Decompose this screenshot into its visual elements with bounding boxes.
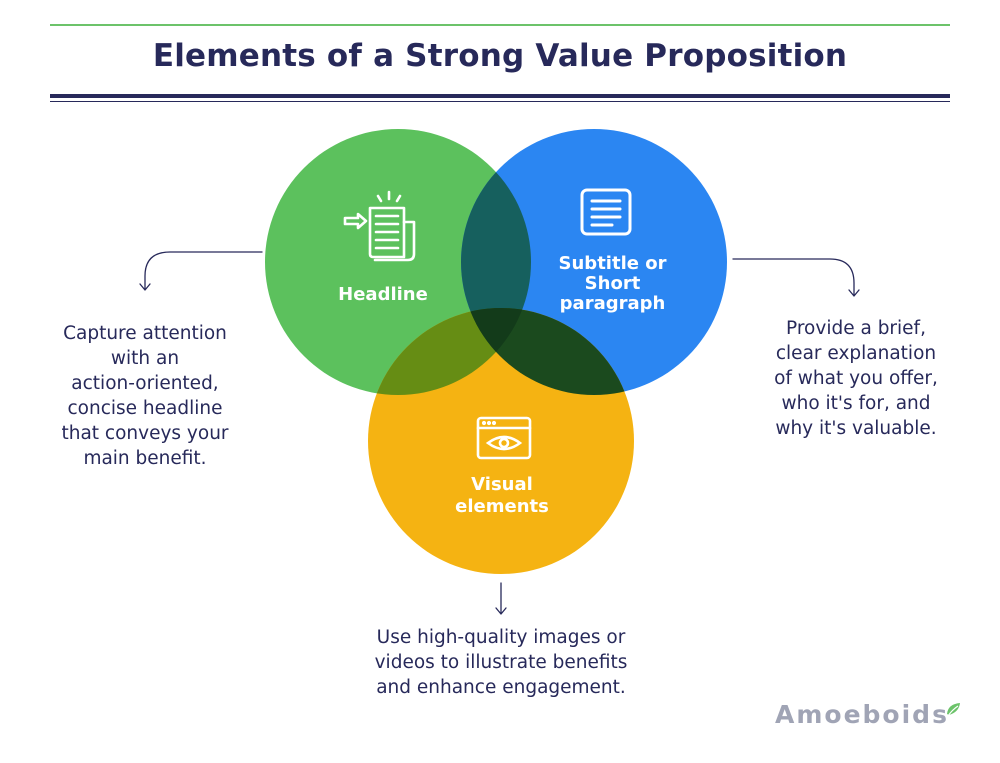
visual-description: Use high-quality images or videos to ill… (374, 627, 628, 698)
leaf-icon (947, 703, 960, 717)
visual-connector (495, 582, 507, 615)
title-underline (50, 94, 950, 98)
browser-eye-icon (476, 416, 532, 460)
newspaper-icon (343, 190, 416, 262)
visual-label: Visual elements (455, 474, 549, 517)
headline-label: Headline (338, 284, 428, 305)
top-rule (50, 24, 950, 26)
subtitle-label: Subtitle or Short paragraph (558, 253, 667, 314)
subtitle-connector (732, 258, 860, 297)
subtitle-visual-overlap (461, 308, 634, 395)
subtitle-description: Provide a brief, clear explanation of wh… (774, 318, 938, 439)
headline-connector (139, 251, 263, 291)
title-underline-thin (50, 101, 950, 102)
document-icon (580, 188, 632, 236)
page-title: Elements of a Strong Value Proposition (152, 38, 848, 74)
brand-logo: Amoeboids (775, 700, 949, 729)
headline-description: Capture attention with an action-oriente… (61, 323, 229, 469)
headline-visual-overlap (368, 308, 531, 395)
